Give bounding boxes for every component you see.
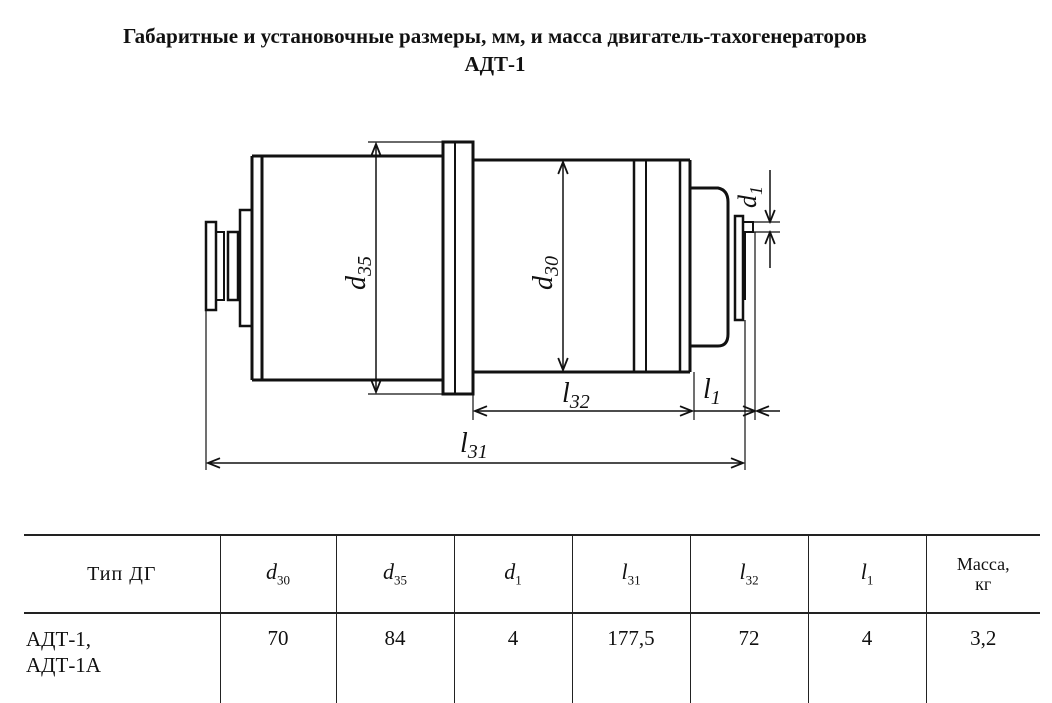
rear-cap [690,186,730,348]
label-d1: d1 [733,186,766,208]
label-d35: d35 [341,256,376,290]
header-type: Тип ДГ [87,562,157,585]
header-l1: l1 [807,535,926,613]
cell-mass: 3,2 [925,613,1040,703]
right-shaft [742,221,754,233]
body-right-section [473,158,692,374]
left-flange-inner [226,230,240,302]
left-end-cap [238,208,254,328]
label-d30: d30 [528,256,563,290]
label-l32: l32 [562,378,590,413]
header-d35: d35 [335,535,454,613]
cell-type: АДТ-1,АДТ-1А [26,627,101,677]
cell-d30: 70 [219,613,336,703]
header-d30: d30 [219,535,336,613]
header-l31: l31 [571,535,690,613]
cell-l31: 177,5 [571,613,690,703]
label-l31: l31 [460,428,488,463]
header-mass: Масса,кг [925,535,1040,613]
cell-d1: 4 [453,613,572,703]
motor-dimension-drawing: d35 d30 d1 l32 l1 l31 [204,140,780,470]
header-l32: l32 [689,535,808,613]
table-row: АДТ-1,АДТ-1А 70 84 4 177,5 72 4 3,2 [24,613,1040,703]
left-flange-mid [215,231,225,301]
cell-d35: 84 [335,613,454,703]
body-left-section [250,154,443,382]
table-header-row: Тип ДГ d30 d35 d1 l31 l32 l1 Масса,кг [24,535,1040,613]
header-d1: d1 [453,535,572,613]
dimensions-table: Тип ДГ d30 d35 d1 l31 l32 l1 Масса,кг АД… [24,534,1040,703]
label-l1: l1 [703,374,721,409]
left-flange-outer [204,220,218,312]
cell-l1: 4 [807,613,926,703]
center-flange [441,140,475,396]
page-title: Габаритные и установочные размеры, мм, и… [0,22,990,78]
title-line-1: Габаритные и установочные размеры, мм, и… [123,24,867,48]
title-line-2: АДТ-1 [464,52,526,76]
cell-l32: 72 [689,613,808,703]
right-flange [733,214,745,322]
